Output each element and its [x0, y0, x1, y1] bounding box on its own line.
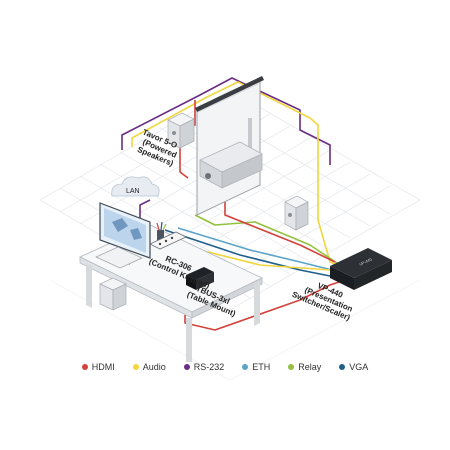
legend-label: ETH: [252, 362, 271, 372]
relay-cable: [194, 214, 341, 266]
cables: [121, 77, 346, 331]
lan-cloud: LAN: [111, 176, 160, 197]
pc-tower: [99, 277, 127, 311]
vga-cable: [164, 229, 341, 279]
legend-dot: [339, 364, 346, 370]
legend-item-eth: ETH: [242, 362, 270, 372]
legend-item-audio: Audio: [132, 362, 166, 372]
legend-item-vga: VGA: [339, 362, 368, 372]
legend-item-relay: Relay: [288, 362, 321, 372]
legend-label: VGA: [349, 362, 369, 372]
legend-dot: [81, 364, 88, 370]
cable-legend: HDMI Audio RS-232 ETH Relay VGA: [0, 362, 450, 372]
legend-dot: [132, 364, 139, 370]
rs232-cable: [121, 77, 331, 165]
projector: [199, 118, 263, 189]
legend-label: HDMI: [91, 362, 115, 372]
pen-cup: [156, 221, 167, 242]
eth-cable: [177, 227, 341, 273]
legend-label: Relay: [298, 362, 322, 372]
speaker-right: [284, 195, 309, 231]
legend-dot: [288, 364, 295, 370]
legend-item-hdmi: HDMI: [81, 362, 115, 372]
legend-dot: [242, 364, 249, 370]
legend-label: Audio: [142, 362, 166, 372]
table-mount: [186, 267, 214, 290]
legend-dot: [183, 364, 190, 370]
svg-text:VP-440: VP-440: [358, 256, 373, 266]
legend-item-rs232: RS-232: [183, 362, 225, 372]
monitor: [99, 202, 151, 265]
audio-cable: [131, 81, 346, 269]
speaker-left: [167, 112, 195, 149]
presentation-switcher: VP-440: [330, 248, 392, 290]
control-keypad: [149, 231, 187, 250]
lan-label: LAN: [126, 188, 140, 195]
keyboard: [95, 246, 143, 269]
legend-label: RS-232: [193, 362, 225, 372]
